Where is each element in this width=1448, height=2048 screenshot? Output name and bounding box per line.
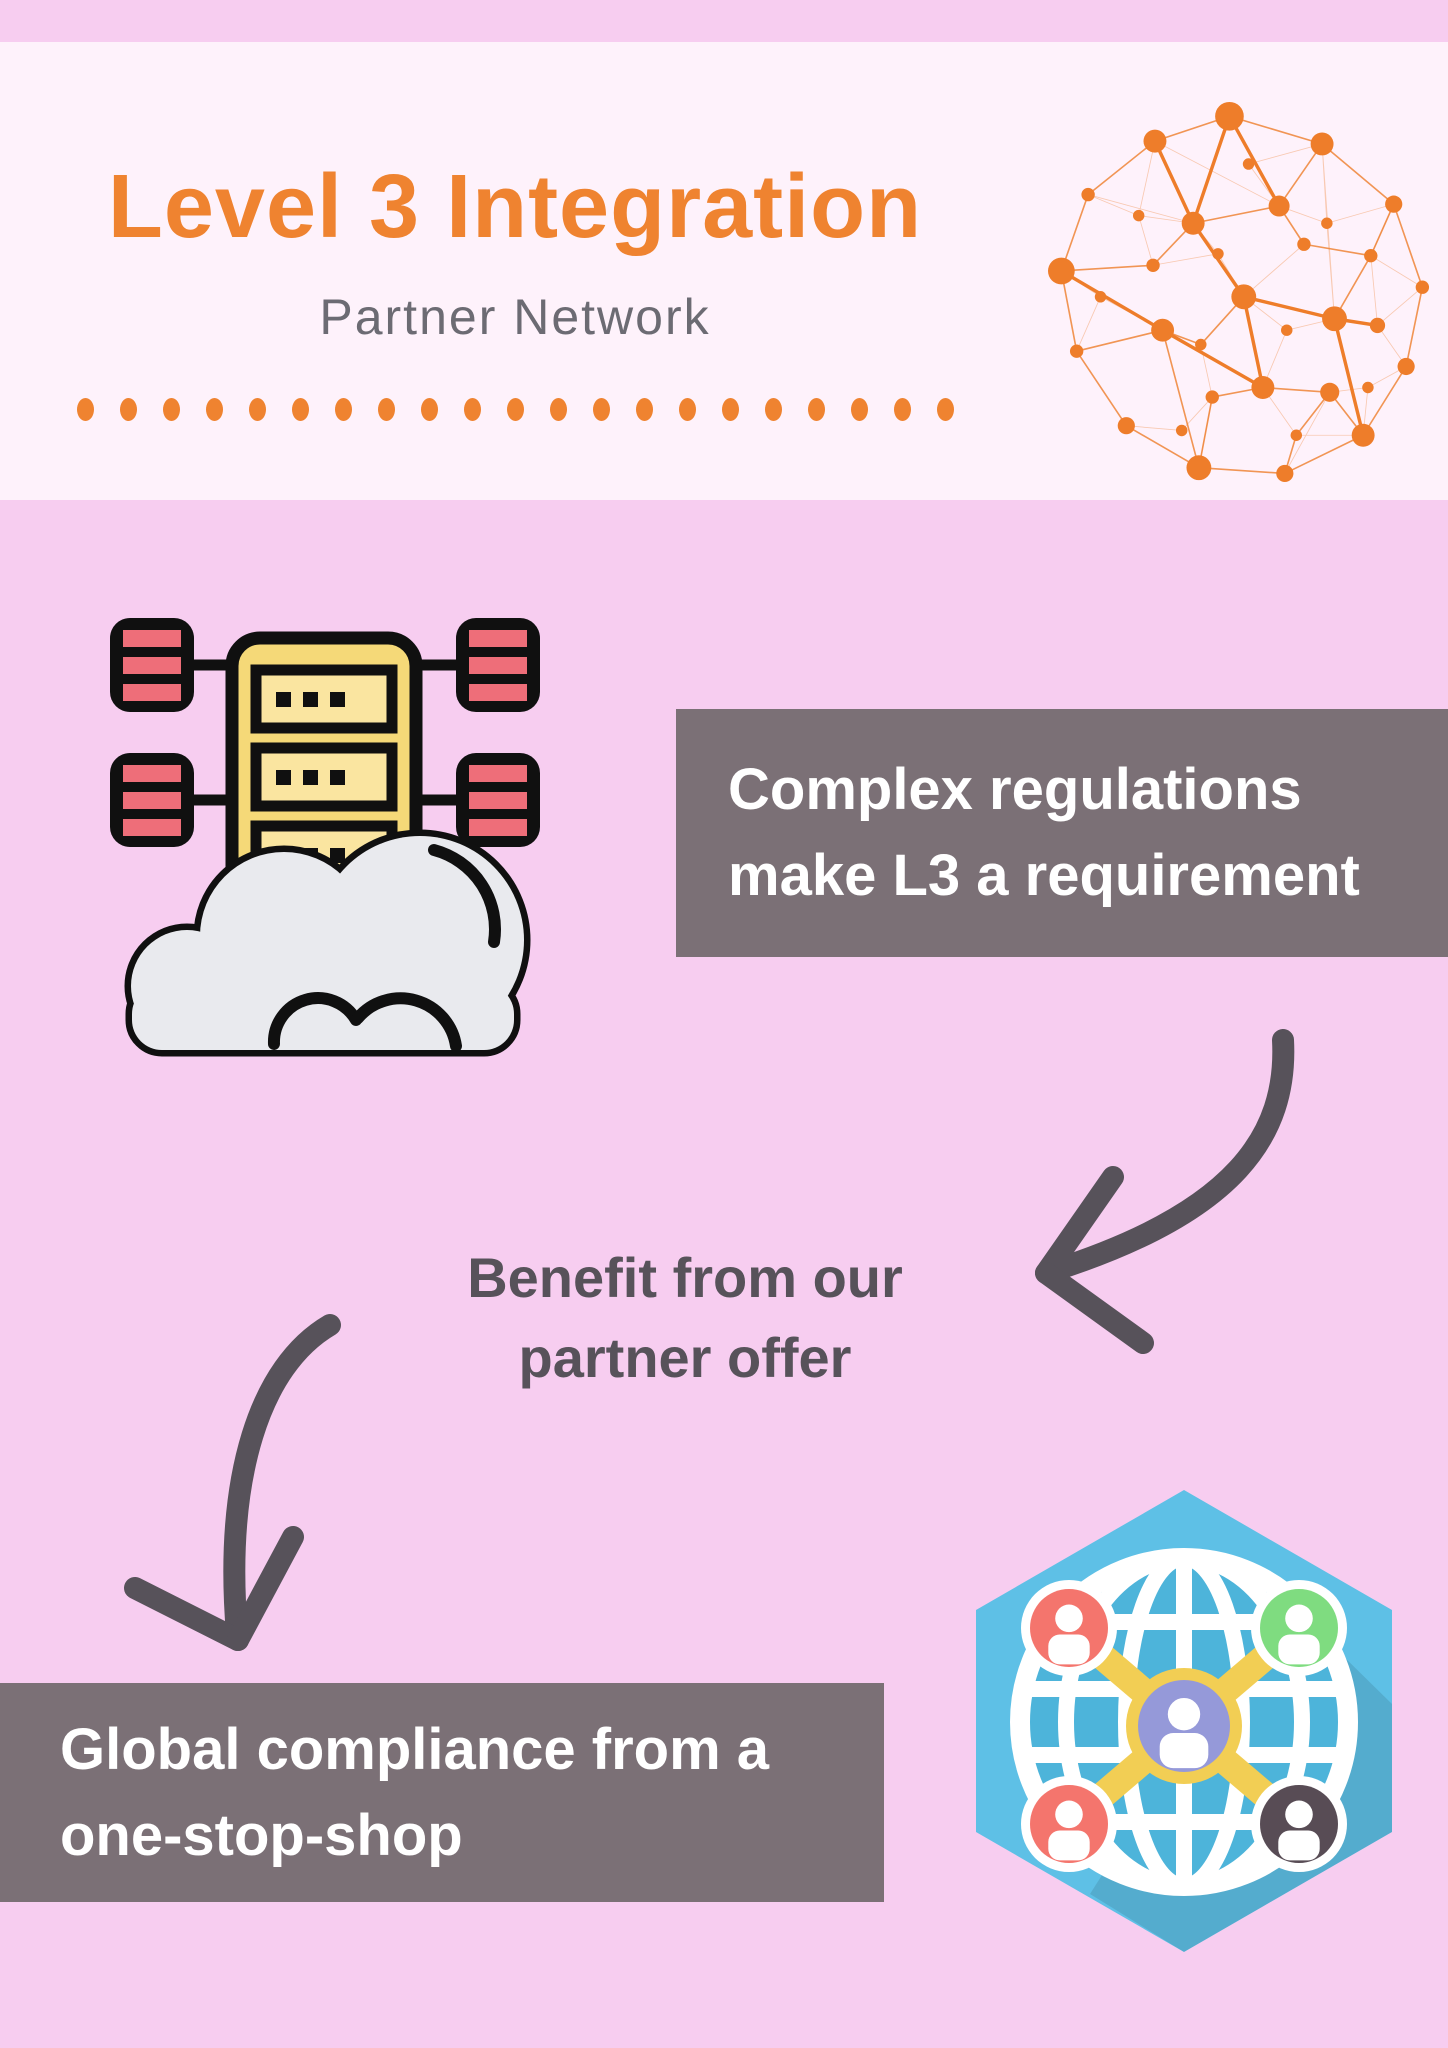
network-sphere-icon xyxy=(1048,101,1430,483)
divider-dot xyxy=(592,398,610,421)
divider-dot xyxy=(893,398,911,421)
callout-solution-line1: Global compliance from a xyxy=(60,1716,770,1782)
callout-solution: Global compliance from a one-stop-shop xyxy=(0,1683,884,1902)
divider-dot xyxy=(248,398,266,421)
divider-dot xyxy=(205,398,223,421)
page-subtitle: Partner Network xyxy=(319,289,711,345)
benefit-line2: partner offer xyxy=(518,1326,852,1389)
header-text: Level 3 Integration Partner Network xyxy=(0,152,1030,426)
divider-dot xyxy=(463,398,481,421)
divider-dot xyxy=(936,398,954,421)
divider-dot xyxy=(506,398,524,421)
callout-problem-line2: make L3 a requirement xyxy=(728,843,1360,908)
divider-dot xyxy=(721,398,739,421)
divider-dot xyxy=(291,398,309,421)
header-band: Level 3 Integration Partner Network xyxy=(0,42,1448,500)
benefit-line1: Benefit from our xyxy=(467,1246,903,1309)
callout-problem: Complex regulations make L3 a requiremen… xyxy=(676,709,1448,957)
callout-problem-line1: Complex regulations xyxy=(728,757,1302,822)
dotted-divider xyxy=(76,398,954,421)
divider-dot xyxy=(377,398,395,421)
benefit-text: Benefit from our partner offer xyxy=(380,1238,990,1398)
curved-arrow-down-icon xyxy=(124,1314,341,1651)
divider-dot xyxy=(162,398,180,421)
divider-dot xyxy=(807,398,825,421)
divider-dot xyxy=(678,398,696,421)
callout-solution-line2: one-stop-shop xyxy=(60,1802,463,1868)
divider-dot xyxy=(549,398,567,421)
divider-dot xyxy=(764,398,782,421)
divider-dot xyxy=(420,398,438,421)
divider-dot xyxy=(635,398,653,421)
curved-arrow-down-left-icon xyxy=(1035,1029,1295,1354)
divider-dot xyxy=(850,398,868,421)
divider-dot xyxy=(334,398,352,421)
page-title: Level 3 Integration xyxy=(107,157,923,257)
server-cloud-icon xyxy=(110,618,540,1057)
global-network-hexagon-icon xyxy=(976,1490,1392,1952)
divider-dot xyxy=(119,398,137,421)
divider-dot xyxy=(76,398,94,421)
